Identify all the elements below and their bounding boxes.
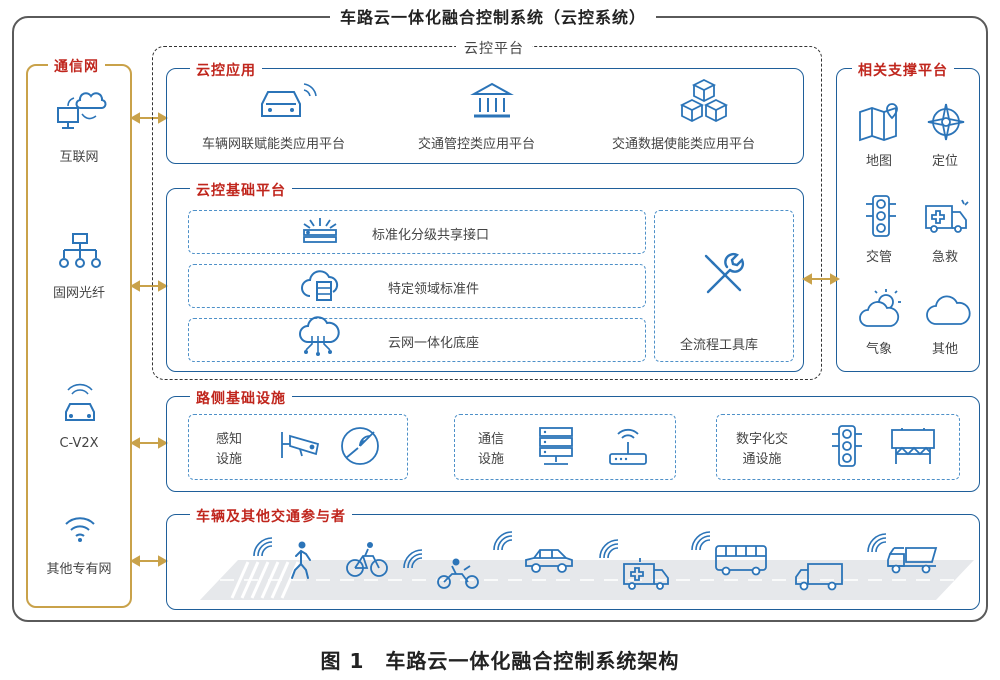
cloud-base-title: 云控基础平台: [190, 180, 292, 200]
truck-icon: [795, 563, 843, 591]
roadside-title: 路侧基础设施: [190, 388, 292, 408]
gantry-icon: [891, 428, 935, 464]
comm-item-private: 其他专有网: [46, 562, 112, 577]
roadside-sensing-box: [188, 414, 408, 480]
roadside-panel: [166, 396, 980, 492]
comm-arrows: [129, 112, 169, 567]
car-signal-icon: [65, 383, 95, 421]
app-data-enable: 交通数据使能类应用平台: [612, 137, 756, 152]
bicycle-icon: [346, 542, 388, 577]
support-item-map: 地图: [866, 154, 893, 169]
base-row-standard-label: 特定领域标准件: [388, 282, 480, 297]
radar-icon: [341, 427, 379, 465]
app-vehicle-enable: 车辆网联赋能类应用平台: [202, 137, 346, 152]
ambulance-icon: [623, 558, 669, 590]
road-scene: [200, 531, 974, 600]
truck-icon: [887, 547, 938, 574]
vehicles-panel: [166, 514, 980, 610]
base-row-standard: [188, 264, 646, 308]
motorcycle-icon: [437, 558, 479, 589]
roadside-digital-box: [716, 414, 960, 480]
comm-item-internet: 互联网: [59, 150, 99, 165]
support-item-emergency: 急救: [932, 250, 959, 265]
support-title: 相关支撑平台: [852, 60, 954, 80]
network-tree-icon: [59, 233, 101, 268]
base-row-foundation-label: 云网一体化底座: [388, 336, 480, 351]
toolbox-label: 全流程工具库: [680, 338, 759, 353]
map-icon: [859, 103, 898, 142]
cloud-apps-panel: [166, 68, 804, 164]
cloud-platform-title: 云控平台: [456, 38, 532, 58]
app-traffic-control: 交通管控类应用平台: [418, 137, 536, 152]
cloud-icon: [926, 295, 971, 325]
camera-icon: [281, 432, 320, 458]
car-icon: [261, 83, 317, 117]
vehicles-title: 车辆及其他交通参与者: [190, 506, 352, 526]
computer-cloud-icon: [57, 92, 107, 129]
traffic-light-icon: [866, 195, 896, 237]
car-icon: [525, 549, 573, 573]
support-item-location: 定位: [932, 154, 959, 169]
roadside-sensing-label: 感知 设施: [216, 432, 243, 467]
cloud-network-icon: [299, 316, 340, 356]
weather-icon: [859, 289, 901, 327]
base-row-foundation: [188, 318, 646, 362]
ambulance-icon: [925, 199, 969, 233]
comm-network-title: 通信网: [48, 56, 105, 76]
support-item-weather: 气象: [866, 342, 893, 357]
base-row-interface-label: 标准化分级共享接口: [372, 228, 490, 243]
roadside-comm-label: 通信 设施: [478, 432, 505, 467]
cloud-apps-title: 云控应用: [190, 60, 262, 80]
support-item-other: 其他: [932, 342, 959, 357]
cubes-icon: [679, 78, 729, 123]
bus-icon: [715, 545, 767, 576]
system-title: 车路云一体化融合控制系统（云控系统）: [330, 4, 657, 28]
roadside-digital-label: 数字化交 通设施: [736, 432, 789, 467]
wifi-icon: [65, 517, 95, 542]
bank-icon: [470, 82, 514, 118]
cloud-server-icon: [301, 270, 339, 301]
support-arrow: [801, 273, 841, 285]
roadside-comm-box: [454, 414, 676, 480]
cloud-base-panel: [166, 188, 804, 372]
server-rack-icon: [539, 427, 573, 465]
support-item-traffic: 交管: [866, 250, 893, 265]
traffic-light-icon: [832, 425, 862, 467]
pedestrian-icon: [291, 541, 311, 579]
toolbox-box: [654, 210, 794, 362]
base-row-interface: [188, 210, 646, 254]
compass-icon: [927, 103, 965, 141]
tools-icon: [704, 252, 745, 294]
router-icon: [609, 428, 647, 465]
interface-icon: [303, 218, 337, 243]
figure-caption: 图 1 车路云一体化融合控制系统架构: [320, 649, 680, 673]
comm-item-fiber: 固网光纤: [52, 286, 105, 301]
comm-item-cv2x: C-V2X: [59, 436, 99, 451]
